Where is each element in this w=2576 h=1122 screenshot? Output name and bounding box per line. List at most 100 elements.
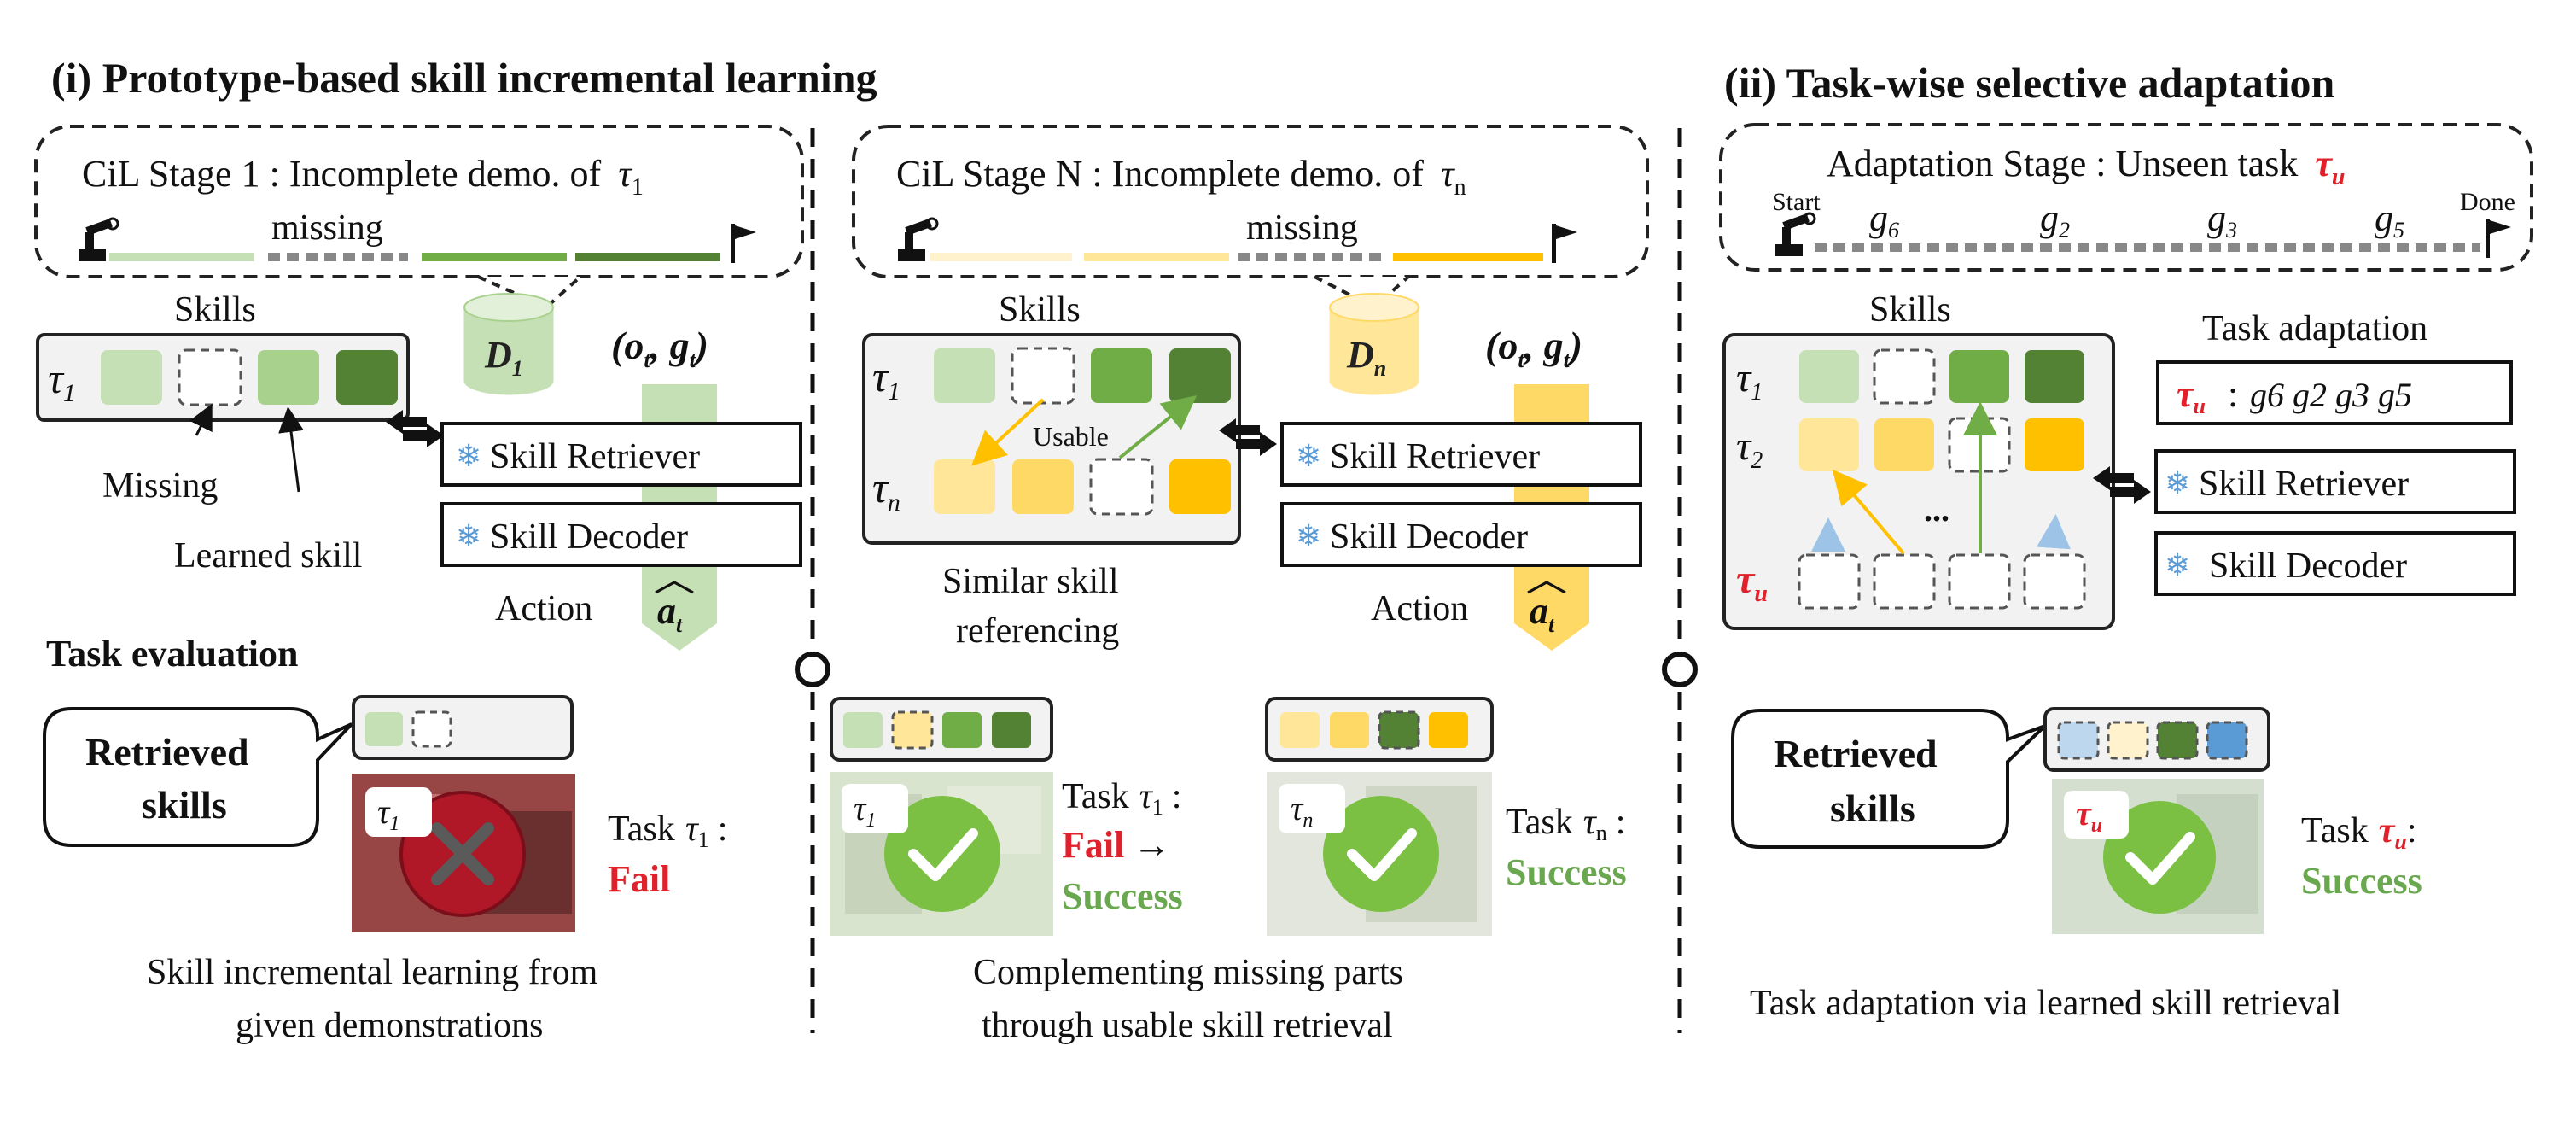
stageN-missing-label: missing (1246, 208, 1358, 248)
svg-text:τu: τu (2076, 794, 2102, 837)
svg-text:τ1: τ1 (872, 353, 900, 406)
stage1-missing-label: missing (271, 208, 383, 248)
taskU-success-image: τu (2052, 779, 2264, 934)
action-label-n: Action (1371, 589, 1468, 628)
start-label: Start (1772, 188, 1821, 216)
usable-label: Usable (1033, 421, 1109, 452)
svg-text:Skill Retriever: Skill Retriever (1330, 437, 1540, 476)
action-var-n: at (1530, 590, 1555, 637)
skill-retriever-box-2: ❄ Skill Retriever (2154, 449, 2516, 514)
hat-mark (1527, 581, 1566, 594)
obs-label-n: (ot, gt) (1485, 324, 1582, 372)
bidirectional-arrow-icon (1219, 418, 1277, 456)
goal-g6: g6 (1869, 197, 1899, 243)
svg-text:τ1: τ1 (377, 792, 399, 835)
svg-text:Skill Retriever: Skill Retriever (490, 437, 700, 476)
divider-node-right (1662, 652, 1698, 687)
svg-text:τn: τn (872, 464, 900, 517)
caption-1-line1: Skill incremental learning from (147, 953, 598, 992)
svg-text:Skill Decoder: Skill Decoder (490, 517, 688, 557)
svg-text:τ1: τ1 (1736, 355, 1763, 406)
retrieved-skill-strip-1 (352, 695, 574, 760)
taskn-success-image: τn (1267, 772, 1492, 936)
svg-text:τu: τu (1736, 557, 1768, 607)
snowflake-icon: ❄ (2165, 548, 2190, 582)
action-label-1: Action (495, 589, 592, 628)
bidirectional-arrow-icon (386, 410, 444, 447)
task1-fail-text: Fail (608, 858, 670, 900)
divider-node-left (795, 652, 830, 687)
svg-text:Retrieved: Retrieved (1774, 732, 1938, 775)
caption-2-line2: through usable skill retrieval (982, 1006, 1393, 1045)
svg-text:τu: τu (2177, 373, 2206, 418)
svg-text:skills: skills (1830, 786, 1915, 830)
section1-title: (i) Prototype-based skill incremental le… (51, 54, 877, 102)
skill-panel-adaptation: τ1 τ2 ... τu (1722, 333, 2115, 630)
svg-text:skills: skills (142, 783, 227, 827)
svg-text:g6 g2 g3 g5: g6 g2 g3 g5 (2250, 376, 2412, 414)
skills-label-n: Skills (999, 290, 1081, 330)
retrieved-skill-strip-2a (830, 697, 1053, 762)
snowflake-icon: ❄ (2165, 466, 2190, 500)
snowflake-icon: ❄ (456, 519, 481, 553)
bidirectional-arrow-icon (2093, 466, 2151, 504)
database-dn-icon: Dn (1329, 293, 1419, 395)
svg-text:Retrieved: Retrieved (85, 730, 249, 774)
svg-text::: : (2228, 373, 2238, 415)
flag-icon (2486, 219, 2511, 258)
section2-title: (ii) Task-wise selective adaptation (1724, 59, 2334, 107)
svg-text:Dn: Dn (1346, 334, 1386, 381)
skills-label-2: Skills (1869, 290, 1951, 330)
svg-text:Skill Retriever: Skill Retriever (2199, 465, 2409, 504)
action-var-1: at (657, 590, 683, 637)
goal-g2: g2 (2040, 197, 2070, 243)
skill-decoder-box-n: ❄ Skill Decoder (1280, 502, 1642, 567)
task1-middle-success: Success (1062, 875, 1183, 917)
check-icon (2125, 832, 2195, 885)
retrieved-skills-callout-1: Retrieved skills (43, 707, 353, 847)
task1-success-image: τ1 (830, 772, 1053, 936)
flag-icon (731, 224, 756, 263)
goal-g3: g3 (2207, 197, 2237, 243)
robot-arm-icon (898, 217, 939, 261)
task-adaptation-label: Task adaptation (2202, 309, 2427, 348)
similar-ref-line2: referencing (956, 611, 1119, 651)
skill-panel-1: τ1 (36, 333, 410, 422)
missing-annotation: Missing (102, 466, 218, 505)
svg-text:τ1: τ1 (48, 354, 76, 407)
goal-g5: g5 (2375, 197, 2404, 243)
svg-text:τn: τn (1291, 789, 1313, 832)
flag-icon (1552, 224, 1577, 263)
taskU-success: Success (2301, 860, 2422, 902)
done-label: Done (2460, 188, 2515, 216)
hat-mark (655, 581, 694, 594)
taskn-success: Success (1506, 851, 1627, 893)
caption-2-line1: Complementing missing parts (973, 953, 1403, 992)
skills-label-1: Skills (174, 290, 256, 330)
snowflake-icon: ❄ (1296, 439, 1321, 473)
retrieved-skills-callout-2: Retrieved skills (1731, 709, 2047, 849)
snowflake-icon: ❄ (1296, 519, 1321, 553)
svg-text:Skill Decoder: Skill Decoder (1330, 517, 1528, 557)
check-icon (908, 828, 978, 881)
obs-label-1: (ot, gt) (611, 324, 708, 372)
skill-retriever-box-n: ❄ Skill Retriever (1280, 422, 1642, 487)
svg-text:D1: D1 (484, 334, 523, 381)
robot-arm-icon (1775, 212, 1816, 256)
task-adaptation-box: τu : g6 g2 g3 g5 (2156, 360, 2513, 425)
robot-arm-icon (79, 217, 119, 261)
task1-fail-image: τ1 (352, 774, 575, 932)
svg-text:...: ... (1924, 490, 1949, 529)
retrieved-skill-strip-2b (1265, 697, 1494, 762)
skill-panel-n: τ1 τn Usable (862, 333, 1241, 545)
skill-retriever-box-1: ❄ Skill Retriever (440, 422, 802, 487)
skill-decoder-box-1: ❄ Skill Decoder (440, 502, 802, 567)
